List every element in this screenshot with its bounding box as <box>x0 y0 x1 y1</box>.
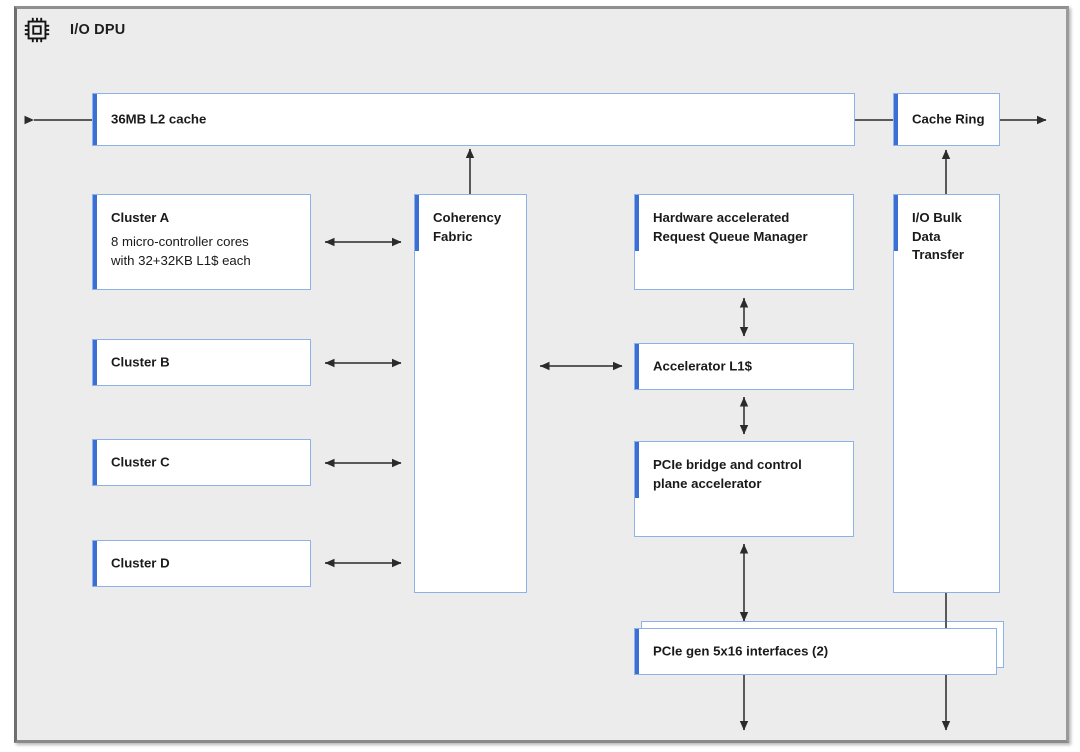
node-request-queue-manager[interactable]: Hardware accelerated Request Queue Manag… <box>634 194 854 290</box>
node-cluster-c-label: Cluster C <box>111 454 170 470</box>
node-accelerator-l1-label: Accelerator L1$ <box>653 358 752 374</box>
node-cluster-a-label: Cluster A <box>111 210 170 225</box>
node-cluster-a-detail: 8 micro-controller cores with 32+32KB L1… <box>111 234 251 268</box>
node-cluster-c[interactable]: Cluster C <box>92 439 311 486</box>
node-l2-cache[interactable]: 36MB L2 cache <box>92 93 855 146</box>
node-cluster-a[interactable]: Cluster A 8 micro-controller cores with … <box>92 194 311 290</box>
node-cluster-d-label: Cluster D <box>111 555 170 571</box>
node-pcie-bridge-label: PCIe bridge and control plane accelerato… <box>653 457 802 491</box>
node-l2-cache-label: 36MB L2 cache <box>111 111 207 127</box>
node-cache-ring-label: Cache Ring <box>912 111 985 127</box>
node-cluster-d[interactable]: Cluster D <box>92 540 311 587</box>
node-cluster-b[interactable]: Cluster B <box>92 339 311 386</box>
node-coherency-fabric[interactable]: Coherency Fabric <box>414 194 527 593</box>
page-title: I/O DPU <box>70 22 126 38</box>
node-io-bulk-data-transfer-label: I/O Bulk Data Transfer <box>912 210 965 263</box>
node-pcie-bridge[interactable]: PCIe bridge and control plane accelerato… <box>634 441 854 537</box>
node-pcie-interfaces[interactable]: PCIe gen 5x16 interfaces (2) <box>634 628 997 675</box>
node-request-queue-manager-label: Hardware accelerated Request Queue Manag… <box>653 210 808 244</box>
node-io-bulk-data-transfer[interactable]: I/O Bulk Data Transfer <box>893 194 1000 593</box>
chip-icon <box>24 17 50 43</box>
node-cache-ring[interactable]: Cache Ring <box>893 93 1000 146</box>
node-pcie-interfaces-label: PCIe gen 5x16 interfaces (2) <box>653 643 829 659</box>
node-accelerator-l1[interactable]: Accelerator L1$ <box>634 343 854 390</box>
node-cluster-b-label: Cluster B <box>111 354 170 370</box>
node-coherency-fabric-label: Coherency Fabric <box>433 210 502 244</box>
diagram-header: I/O DPU <box>22 15 125 45</box>
